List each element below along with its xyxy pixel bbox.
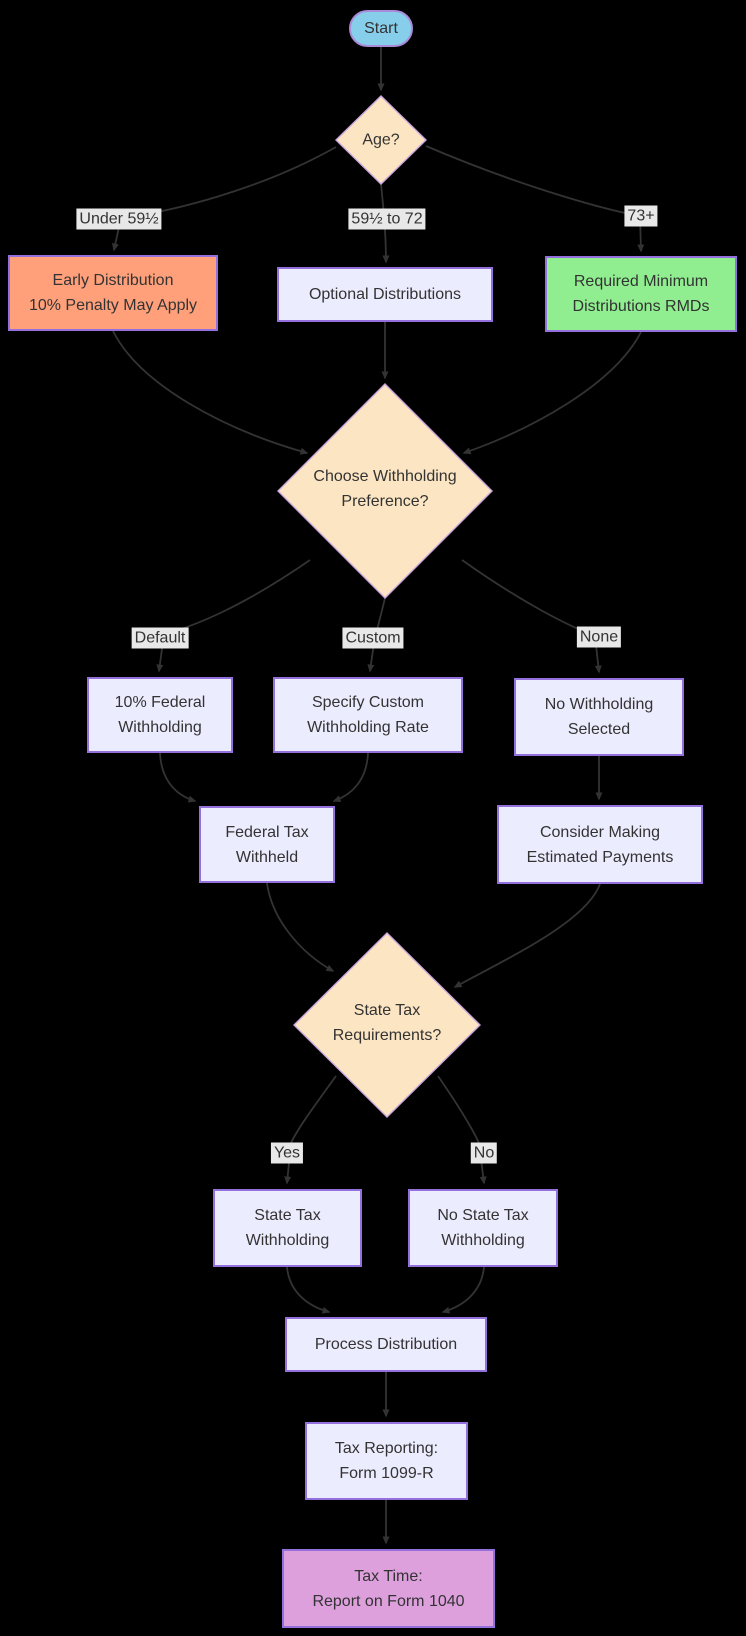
node-tax-time: Tax Time: Report on Form 1040 <box>282 1549 495 1628</box>
edge-estimated-to-state-decision <box>453 883 601 988</box>
node-specify-custom-rate: Specify Custom Withholding Rate <box>273 677 463 753</box>
edge-label-yes: Yes <box>270 1142 304 1164</box>
node-no-withholding-line2: Selected <box>567 721 631 738</box>
node-rmd: Required Minimum Distributions RMDs <box>545 256 737 332</box>
edge-label-59half-to-72: 59½ to 72 <box>348 208 426 230</box>
node-process-distribution-label: Process Distribution <box>314 1336 458 1353</box>
node-specify-custom-line2: Withholding Rate <box>307 719 429 736</box>
node-federal-10-line2: Withholding <box>118 719 202 736</box>
edge-choose-to-no-withholding <box>461 559 602 674</box>
edge-federal-tax-to-state-decision <box>266 882 335 972</box>
node-early-distribution-line1: Early Distribution <box>52 272 174 289</box>
node-federal-tax-line2: Withheld <box>235 848 299 866</box>
node-no-withholding-line1: No Withholding <box>544 696 654 713</box>
node-start-label: Start <box>364 20 398 37</box>
edge-label-73-plus: 73+ <box>624 205 658 227</box>
edge-state-withholding-to-process <box>286 1266 331 1314</box>
edge-state-decision-to-state-withholding <box>284 1075 337 1185</box>
node-no-state-tax-line2: Withholding <box>441 1232 525 1249</box>
edge-choose-to-federal-10 <box>156 559 311 673</box>
edge-label-under-59half: Under 59½ <box>76 208 162 230</box>
edge-label-custom: Custom <box>342 627 404 649</box>
node-tax-time-line1: Tax Time: <box>354 1567 423 1585</box>
edge-rmd-to-choose-withholding <box>462 331 642 455</box>
node-federal-tax-line1: Federal Tax <box>225 823 309 841</box>
decision-state-tax-shape <box>293 932 481 1118</box>
node-estimated-payments-line1: Consider Making <box>539 823 661 841</box>
node-estimated-payments-line2: Estimated Payments <box>526 848 674 866</box>
edge-federal10-to-federal-tax <box>159 752 197 803</box>
node-specify-custom-line1: Specify Custom <box>311 694 425 711</box>
node-no-withholding-selected: No Withholding Selected <box>514 678 684 756</box>
node-tax-time-line2: Report on Form 1040 <box>312 1592 465 1610</box>
edge-label-no: No <box>470 1142 498 1164</box>
edge-no-state-to-process <box>441 1266 485 1314</box>
node-tax-reporting-line1: Tax Reporting: <box>334 1440 439 1457</box>
node-federal-10-withholding: 10% Federal Withholding <box>87 677 233 753</box>
edge-state-decision-to-no-state <box>437 1075 487 1185</box>
decision-choose-withholding-shape <box>277 383 493 599</box>
edge-label-none: None <box>576 626 622 648</box>
node-state-tax-withholding: State Tax Withholding <box>213 1189 362 1267</box>
node-start: Start <box>349 10 413 47</box>
node-no-state-tax: No State Tax Withholding <box>408 1189 558 1267</box>
node-tax-reporting-line2: Form 1099-R <box>339 1465 434 1482</box>
decision-age-shape <box>334 95 428 185</box>
node-optional-distributions: Optional Distributions <box>277 267 493 322</box>
edge-label-default: Default <box>131 627 189 649</box>
node-rmd-line1: Required Minimum <box>573 273 709 290</box>
node-state-tax-withholding-line2: Withholding <box>245 1232 330 1249</box>
node-state-tax-withholding-line1: State Tax <box>254 1207 321 1224</box>
node-no-state-tax-line1: No State Tax <box>437 1207 529 1224</box>
edge-age-to-early-distribution <box>111 146 337 252</box>
edge-age-to-rmd <box>425 145 645 253</box>
node-federal-10-line1: 10% Federal <box>114 694 206 711</box>
node-rmd-line2: Distributions RMDs <box>572 298 710 315</box>
node-estimated-payments: Consider Making Estimated Payments <box>497 805 703 884</box>
node-federal-tax-withheld: Federal Tax Withheld <box>199 806 335 883</box>
edge-specify-to-federal-tax <box>332 752 369 803</box>
edge-early-to-choose-withholding <box>112 330 309 455</box>
node-process-distribution: Process Distribution <box>285 1317 487 1372</box>
node-tax-reporting: Tax Reporting: Form 1099-R <box>305 1422 468 1500</box>
node-early-distribution-line2: 10% Penalty May Apply <box>28 297 198 314</box>
node-early-distribution: Early Distribution 10% Penalty May Apply <box>8 255 218 331</box>
node-optional-distributions-label: Optional Distributions <box>308 286 462 303</box>
